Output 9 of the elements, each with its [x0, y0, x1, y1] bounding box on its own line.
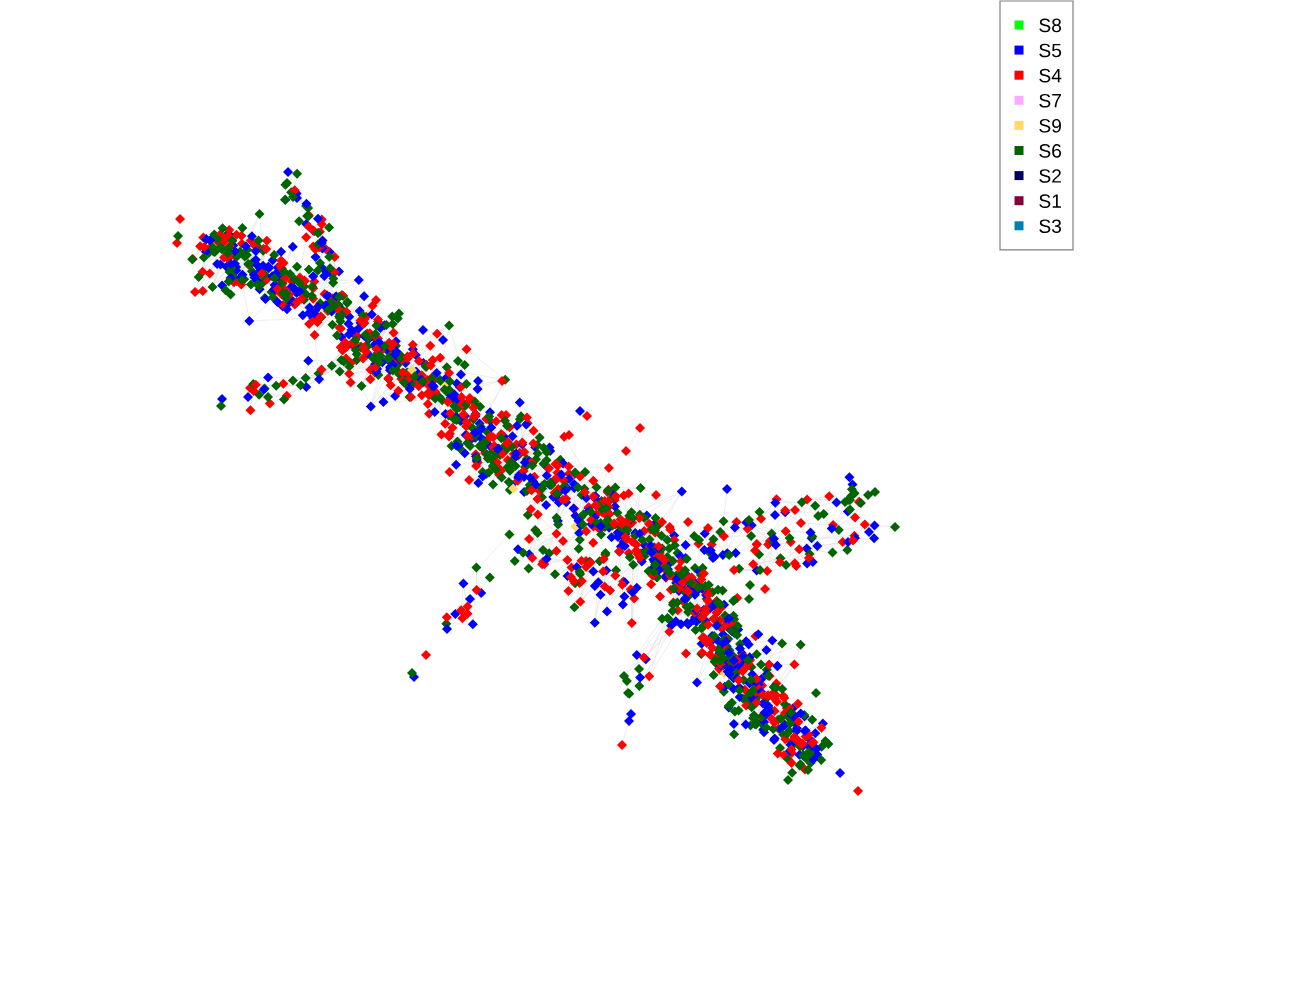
legend-label: S3: [1039, 219, 1062, 233]
legend-label: S2: [1039, 169, 1061, 183]
legend-label: S6: [1039, 144, 1062, 158]
legend-label: S7: [1039, 93, 1061, 108]
legend-label: S4: [1039, 68, 1062, 83]
legend-label: S8: [1039, 18, 1062, 33]
legend-label: S1: [1039, 194, 1061, 208]
legend-label: S5: [1039, 43, 1062, 58]
legend-label: S9: [1039, 119, 1061, 133]
